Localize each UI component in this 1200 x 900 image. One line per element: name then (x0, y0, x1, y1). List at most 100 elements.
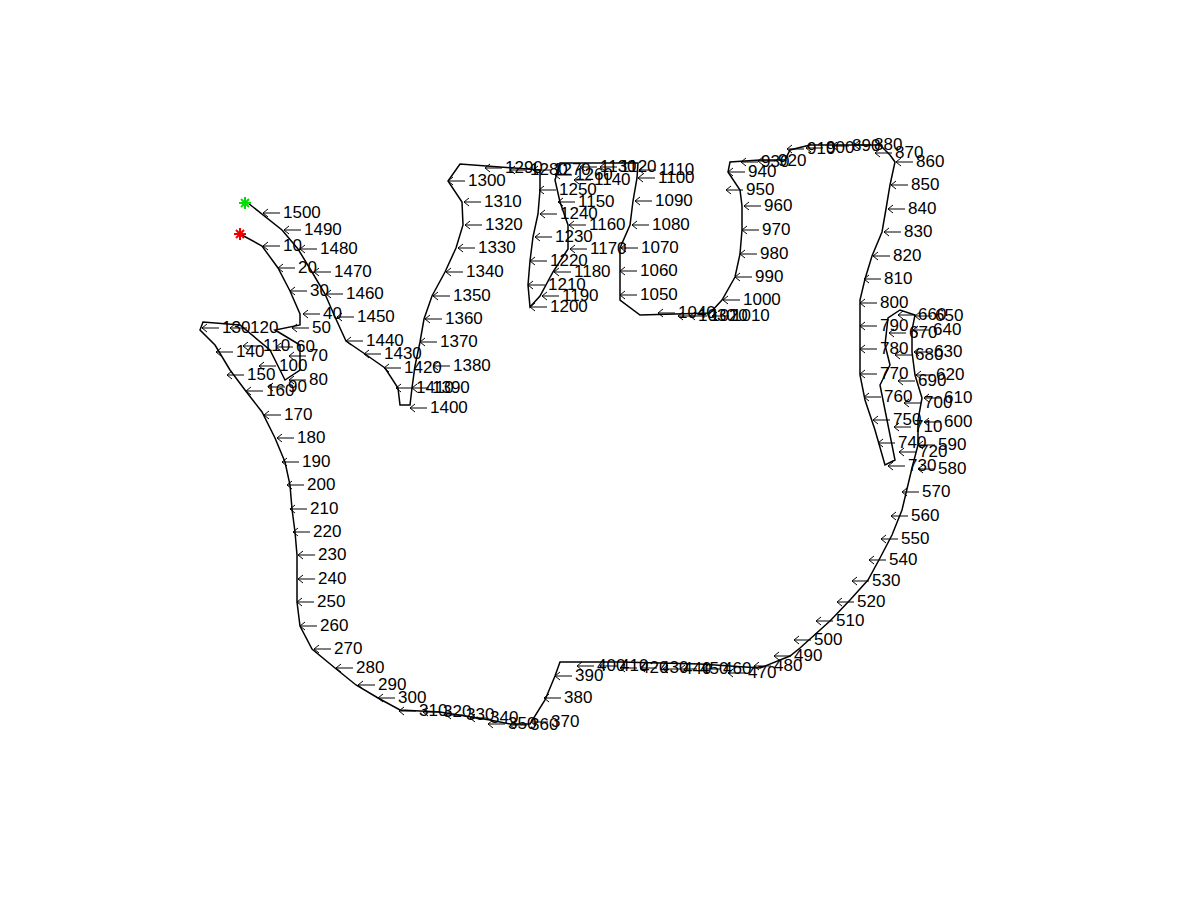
contour-label: 210 (310, 499, 338, 519)
label-arrow (300, 245, 317, 253)
contour-label: 30 (310, 281, 329, 301)
start-marker (239, 197, 251, 209)
contour-label: 140 (236, 342, 264, 362)
contour-label: 980 (760, 244, 788, 264)
contour-label: 690 (918, 371, 946, 391)
contour-label: 1460 (346, 284, 384, 304)
contour-label: 120 (250, 318, 278, 338)
label-arrow (384, 364, 401, 372)
contour-label: 830 (904, 222, 932, 242)
contour-label: 270 (334, 639, 362, 659)
contour-label: 1200 (550, 297, 588, 317)
contour-label: 50 (312, 318, 331, 338)
contour-label: 1470 (334, 262, 372, 282)
contour-line (200, 145, 922, 724)
label-arrow (620, 291, 637, 299)
label-arrow (277, 434, 294, 442)
contour-label: 810 (884, 269, 912, 289)
contour-label: 780 (880, 339, 908, 359)
contour-label: 250 (317, 592, 345, 612)
label-arrow (458, 244, 475, 252)
label-arrow (290, 505, 307, 513)
label-arrow (410, 404, 427, 412)
contour-label: 760 (884, 387, 912, 407)
label-arrow (888, 462, 905, 470)
contour-label: 230 (318, 545, 346, 565)
contour-label: 1360 (445, 309, 483, 329)
contour-label: 1320 (485, 215, 523, 235)
label-arrow (465, 221, 482, 229)
label-arrow (540, 210, 557, 218)
label-arrow (891, 512, 908, 520)
label-arrow (891, 181, 908, 189)
contour-label: 680 (915, 345, 943, 365)
contour-label: 370 (551, 712, 579, 732)
contour-label: 1080 (652, 215, 690, 235)
label-arrow (632, 221, 649, 229)
label-arrow (873, 416, 890, 424)
label-arrow (246, 387, 263, 395)
label-arrow (902, 488, 919, 496)
contour-label: 1350 (453, 286, 491, 306)
label-arrow (314, 645, 331, 653)
contour-label: 1500 (283, 203, 321, 223)
label-arrow (860, 345, 877, 353)
label-arrow (735, 273, 752, 281)
label-arrow (884, 228, 901, 236)
contour-label: 380 (564, 688, 592, 708)
contour-label: 940 (748, 162, 776, 182)
label-arrow (723, 296, 740, 304)
contour-label: 970 (762, 220, 790, 240)
contour-label: 70 (309, 346, 328, 366)
label-arrow (740, 250, 757, 258)
label-arrow (837, 598, 854, 606)
contour-label: 1380 (453, 356, 491, 376)
label-arrow (530, 303, 547, 311)
contour-label: 10 (283, 236, 302, 256)
label-arrow (282, 458, 299, 466)
contour-label: 260 (320, 616, 348, 636)
contour-label: 1440 (366, 331, 404, 351)
contour-label: 560 (911, 506, 939, 526)
contour-label: 1070 (641, 238, 679, 258)
label-arrow (873, 252, 890, 260)
contour-label: 220 (313, 522, 341, 542)
contour-label: 790 (880, 316, 908, 336)
label-arrow (263, 209, 280, 217)
contour-label: 1170 (590, 239, 627, 259)
label-arrow (860, 299, 877, 307)
label-arrow (864, 275, 881, 283)
label-arrow (555, 672, 572, 680)
contour-label: 670 (909, 323, 937, 343)
contour-label: 1490 (304, 220, 342, 240)
label-arrow (364, 350, 381, 358)
label-arrow (728, 168, 745, 176)
contour-label: 1410 (416, 378, 454, 398)
contour-label: 1110 (659, 160, 694, 180)
label-arrow (535, 233, 552, 241)
label-arrow (298, 575, 315, 583)
contour-label: 80 (309, 370, 328, 390)
label-arrow (263, 242, 280, 250)
label-arrow (860, 370, 877, 378)
contour-label: 770 (880, 364, 908, 384)
label-arrow (530, 257, 547, 265)
contour-label: 740 (898, 433, 926, 453)
label-arrow (544, 694, 561, 702)
contour-label: 240 (318, 569, 346, 589)
label-arrow (878, 439, 895, 447)
label-arrow (433, 292, 450, 300)
label-arrow (448, 177, 465, 185)
contour-label: 1480 (320, 239, 358, 259)
label-arrow (658, 309, 675, 317)
label-arrow (284, 226, 301, 234)
contour-label: 1400 (430, 398, 468, 418)
contour-label: 820 (893, 246, 921, 266)
label-arrow (620, 267, 637, 275)
contour-label: 100 (279, 356, 307, 376)
label-arrow (290, 287, 307, 295)
label-arrow (216, 348, 233, 356)
